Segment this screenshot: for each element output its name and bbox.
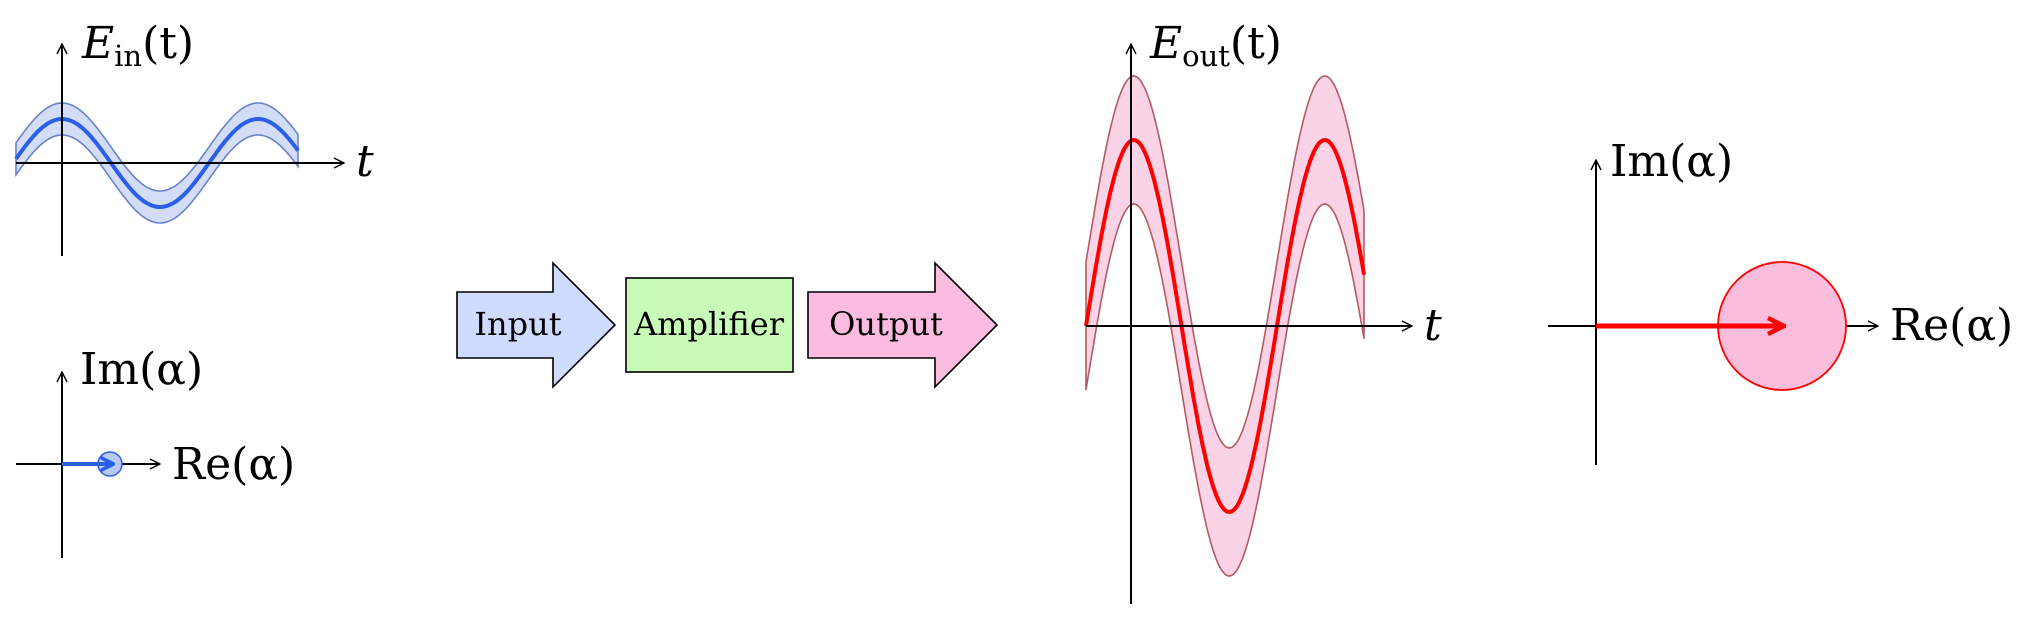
output-signal-curve [1084,138,1366,514]
input-signal-label: Ein(t) [81,18,194,73]
amplifier-label: Amplifier [633,305,785,343]
output-arrow [807,261,999,389]
input-signal-plot: Ein(t) t [14,18,374,256]
input-arrow-label: Input [474,305,561,343]
input-phasor-re-label: Re(α) [172,439,295,490]
output-phasor-im-label: Im(α) [1610,136,1733,187]
input-phasor-im-label: Im(α) [80,344,203,395]
output-arrow-label: Output [829,305,943,343]
input-time-label: t [356,136,374,187]
output-time-label: t [1424,300,1442,351]
output-phasor-re-label: Re(α) [1890,300,2013,351]
output-signal-label: Eout(t) [1149,18,1282,73]
amplifier-box [625,277,794,373]
signal-flow: Input Amplifier Output [456,261,999,389]
output-phasor-plot: Im(α) Re(α) [1548,136,2013,465]
output-signal-plot: Eout(t) t [1084,18,1442,604]
input-arrow [456,261,617,389]
output-noise-band [1085,75,1365,577]
input-phasor-plot: Im(α) Re(α) [16,344,295,558]
